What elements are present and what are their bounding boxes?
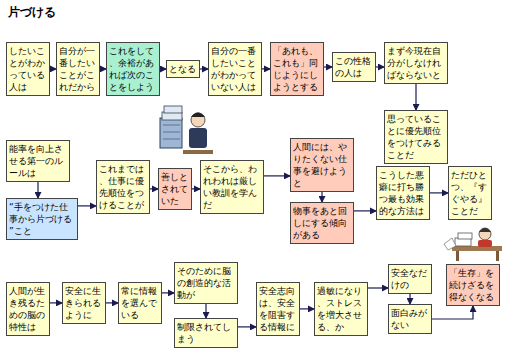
flow-arrow: [264, 175, 290, 176]
box-text: 思っていることに優先順位をつけてみることだ: [387, 113, 445, 161]
process-box: 安全志向は、安全を阻害する情報に: [256, 282, 300, 336]
flow-arrow: [415, 84, 416, 110]
process-box: 常に情報を選んでいる: [118, 282, 162, 324]
flow-arrow: [78, 205, 96, 206]
flow-arrow: [37, 182, 38, 198]
flow-arrow: [376, 66, 384, 67]
process-box: “手をつけた仕事から片づける”こと: [6, 198, 78, 240]
flow-arrow: [238, 326, 256, 327]
box-text: 物事をあと回しにする傾向がある: [293, 205, 351, 241]
process-box: そのために脳の創造的な活動が: [174, 262, 238, 304]
flow-arrow: [200, 68, 208, 69]
process-box: 人間が生き残るための脳の特性は: [6, 282, 50, 336]
flow-arrow: [430, 192, 448, 193]
box-text: 自分が一番したいことがこれだから: [59, 45, 97, 93]
flow-arrow: [162, 292, 174, 293]
flow-arrow: [300, 308, 314, 309]
box-text: 過敏になり、ストレスを増大させる、か: [317, 285, 365, 333]
box-text: 安全に生きられるように: [65, 285, 103, 321]
box-text: 人間には、やりたくない仕事を避けようと: [293, 141, 351, 189]
box-text: となる: [169, 63, 197, 75]
flow-arrow: [324, 66, 332, 67]
flow-arrow: [354, 210, 376, 211]
flow-arrow: [192, 188, 200, 189]
process-box: 物事をあと回しにする傾向がある: [290, 202, 354, 244]
flow-arrow: [409, 294, 410, 304]
process-box: この性格の人は: [332, 52, 376, 82]
box-text: 能率を向上させる第一のルールは: [9, 143, 67, 179]
box-text: 面白みがない: [391, 307, 429, 331]
process-box: これまでは、仕事に優先順位をつけることが: [96, 160, 150, 214]
box-text: そのために脳の創造的な活動が: [177, 265, 235, 301]
process-box: 善しとされていた: [158, 168, 192, 210]
flow-arrow: [150, 188, 158, 189]
box-text: ただひとつ、『すぐやる』ことだ: [451, 169, 489, 217]
process-box: 制限されてしまう: [174, 318, 238, 348]
worker-with-papers: [160, 106, 213, 154]
box-text: そこから、われわれは厳しい教訓を学んだ: [203, 163, 261, 211]
box-text: 善しとされていた: [161, 171, 189, 207]
box-text: 「生存」を続けざるを得なくなる: [449, 267, 497, 303]
process-box: 安全に生きられるように: [62, 282, 106, 324]
process-box: まず今現在自分がしなければならないと: [384, 42, 448, 84]
process-box: 思っていることに優先順位をつけてみることだ: [384, 110, 448, 164]
diagram-title: 片づける: [8, 4, 56, 21]
box-text: これをして、余裕があれば次のことをしよう: [109, 45, 157, 93]
box-text: これまでは、仕事に優先順位をつけることが: [99, 163, 147, 211]
flow-arrow: [262, 68, 270, 69]
box-text: 安全なだけの: [391, 267, 429, 291]
flow-arrow: [50, 302, 62, 303]
box-text: 「あれも、これも」同じようにしようとする: [273, 45, 321, 93]
box-text: 安全志向は、安全を阻害する情報に: [259, 285, 297, 333]
flow-arrow: [368, 287, 388, 288]
box-text: 常に情報を選んでいる: [121, 285, 159, 321]
process-box: こうした悪癖に打ち勝つ最も効果的な方法は: [376, 166, 430, 220]
worker-at-desk: [444, 228, 502, 261]
process-box: 「生存」を続けざるを得なくなる: [446, 264, 500, 306]
box-text: 制限されてしまう: [177, 321, 235, 345]
process-box: そこから、われわれは厳しい教訓を学んだ: [200, 160, 264, 214]
flow-arrow: [432, 306, 473, 319]
flow-arrow: [205, 304, 206, 318]
process-box: ただひとつ、『すぐやる』ことだ: [448, 166, 492, 220]
box-text: まず今現在自分がしなければならないと: [387, 45, 445, 81]
process-box: 自分の一番したいことがわかっていない人は: [208, 42, 262, 96]
process-box: 面白みがない: [388, 304, 432, 334]
box-text: “手をつけた仕事から片づける”こと: [9, 201, 75, 237]
box-text: こうした悪癖に打ち勝つ最も効果的な方法は: [379, 169, 427, 217]
process-box: 安全なだけの: [388, 264, 432, 294]
process-box: 人間には、やりたくない仕事を避けようと: [290, 138, 354, 192]
process-box: 自分が一番したいことがこれだから: [56, 42, 100, 96]
box-text: この性格の人は: [335, 55, 373, 79]
process-box: 過敏になり、ストレスを増大させる、か: [314, 282, 368, 336]
flow-arrow: [106, 302, 118, 303]
process-box: 能率を向上させる第一のルールは: [6, 140, 70, 182]
process-box: これをして、余裕があれば次のことをしよう: [106, 42, 160, 96]
box-text: したいことがわかっている人は: [9, 45, 47, 93]
process-box: 「あれも、これも」同じようにしようとする: [270, 42, 324, 96]
box-text: 人間が生き残るための脳の特性は: [9, 285, 47, 333]
process-box: したいことがわかっている人は: [6, 42, 50, 96]
flow-arrow: [321, 192, 322, 202]
process-box: となる: [166, 60, 200, 78]
box-text: 自分の一番したいことがわかっていない人は: [211, 45, 259, 93]
